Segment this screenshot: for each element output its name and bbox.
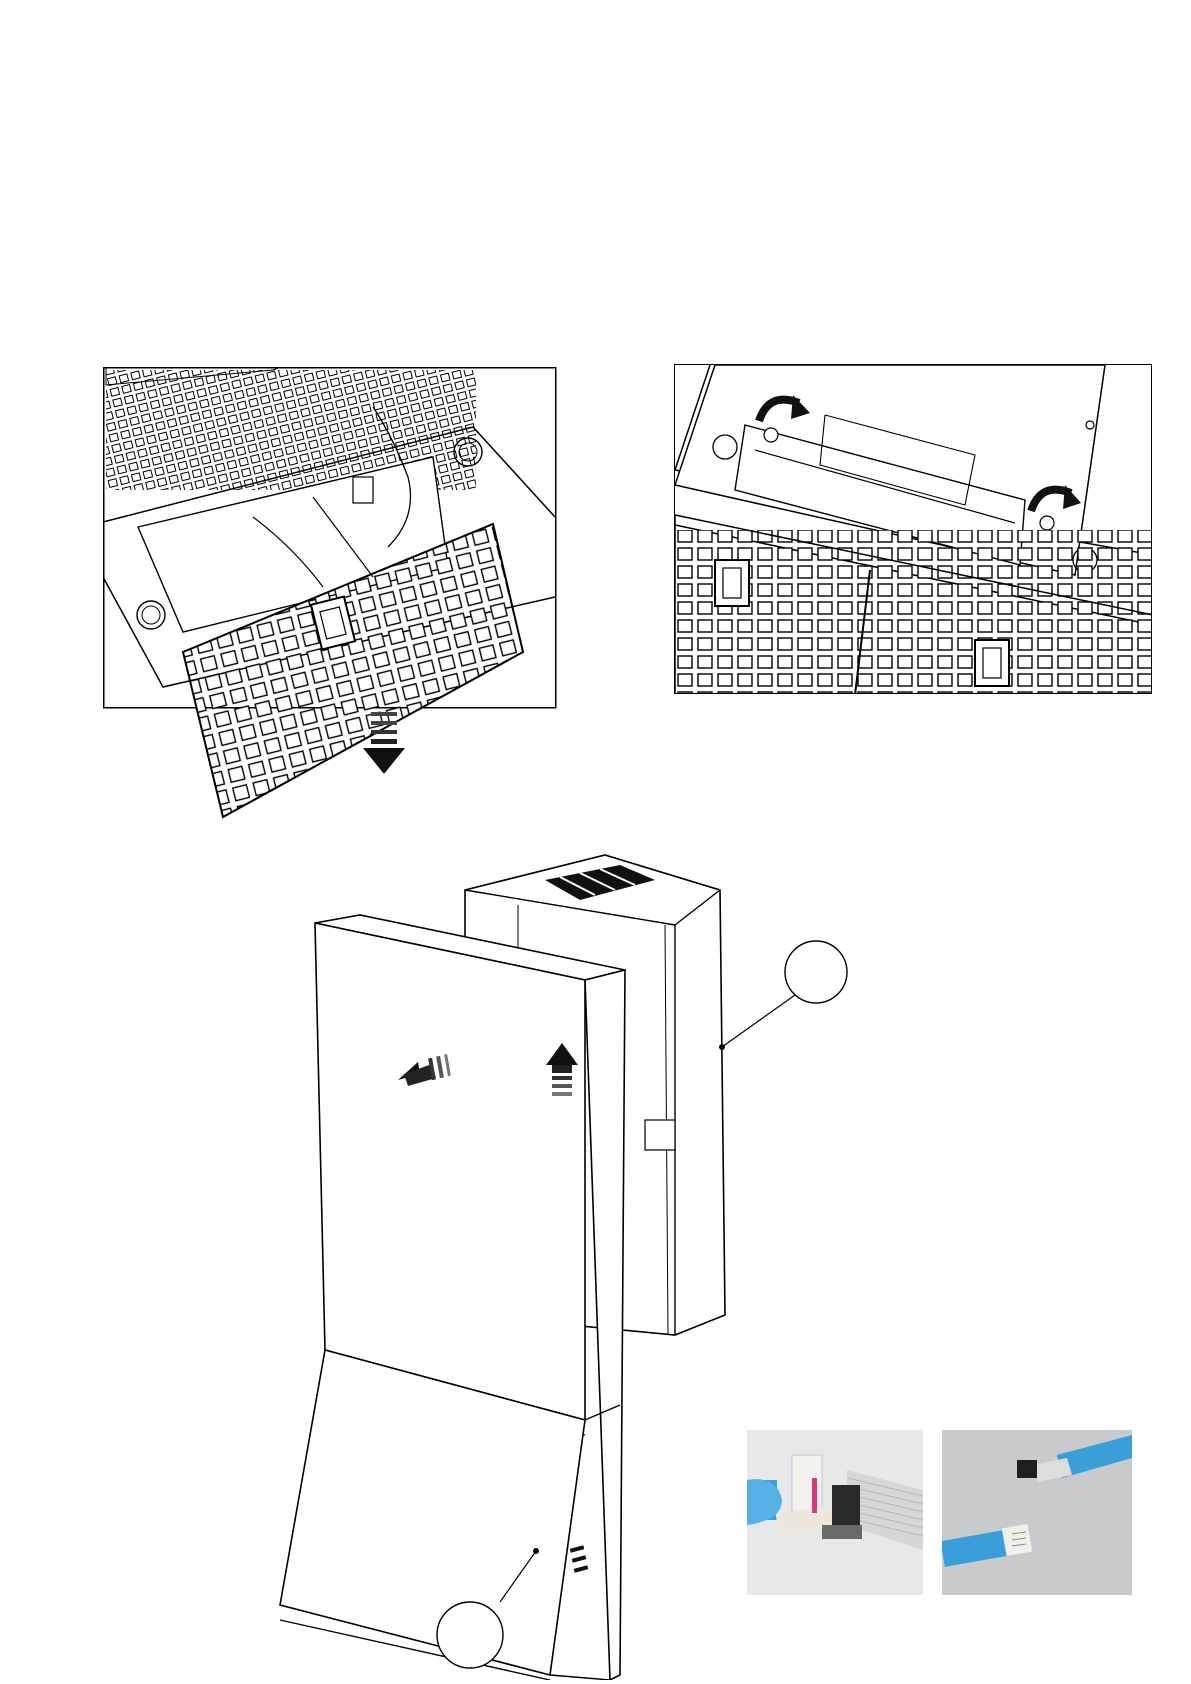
- callout-circle-upper: [719, 941, 847, 1050]
- connector-photo-disconnected: [942, 1430, 1132, 1595]
- screw-removal-figure: [674, 364, 1152, 694]
- connector-photo-connected: [747, 1430, 923, 1595]
- filter-removal-figure: [103, 367, 557, 819]
